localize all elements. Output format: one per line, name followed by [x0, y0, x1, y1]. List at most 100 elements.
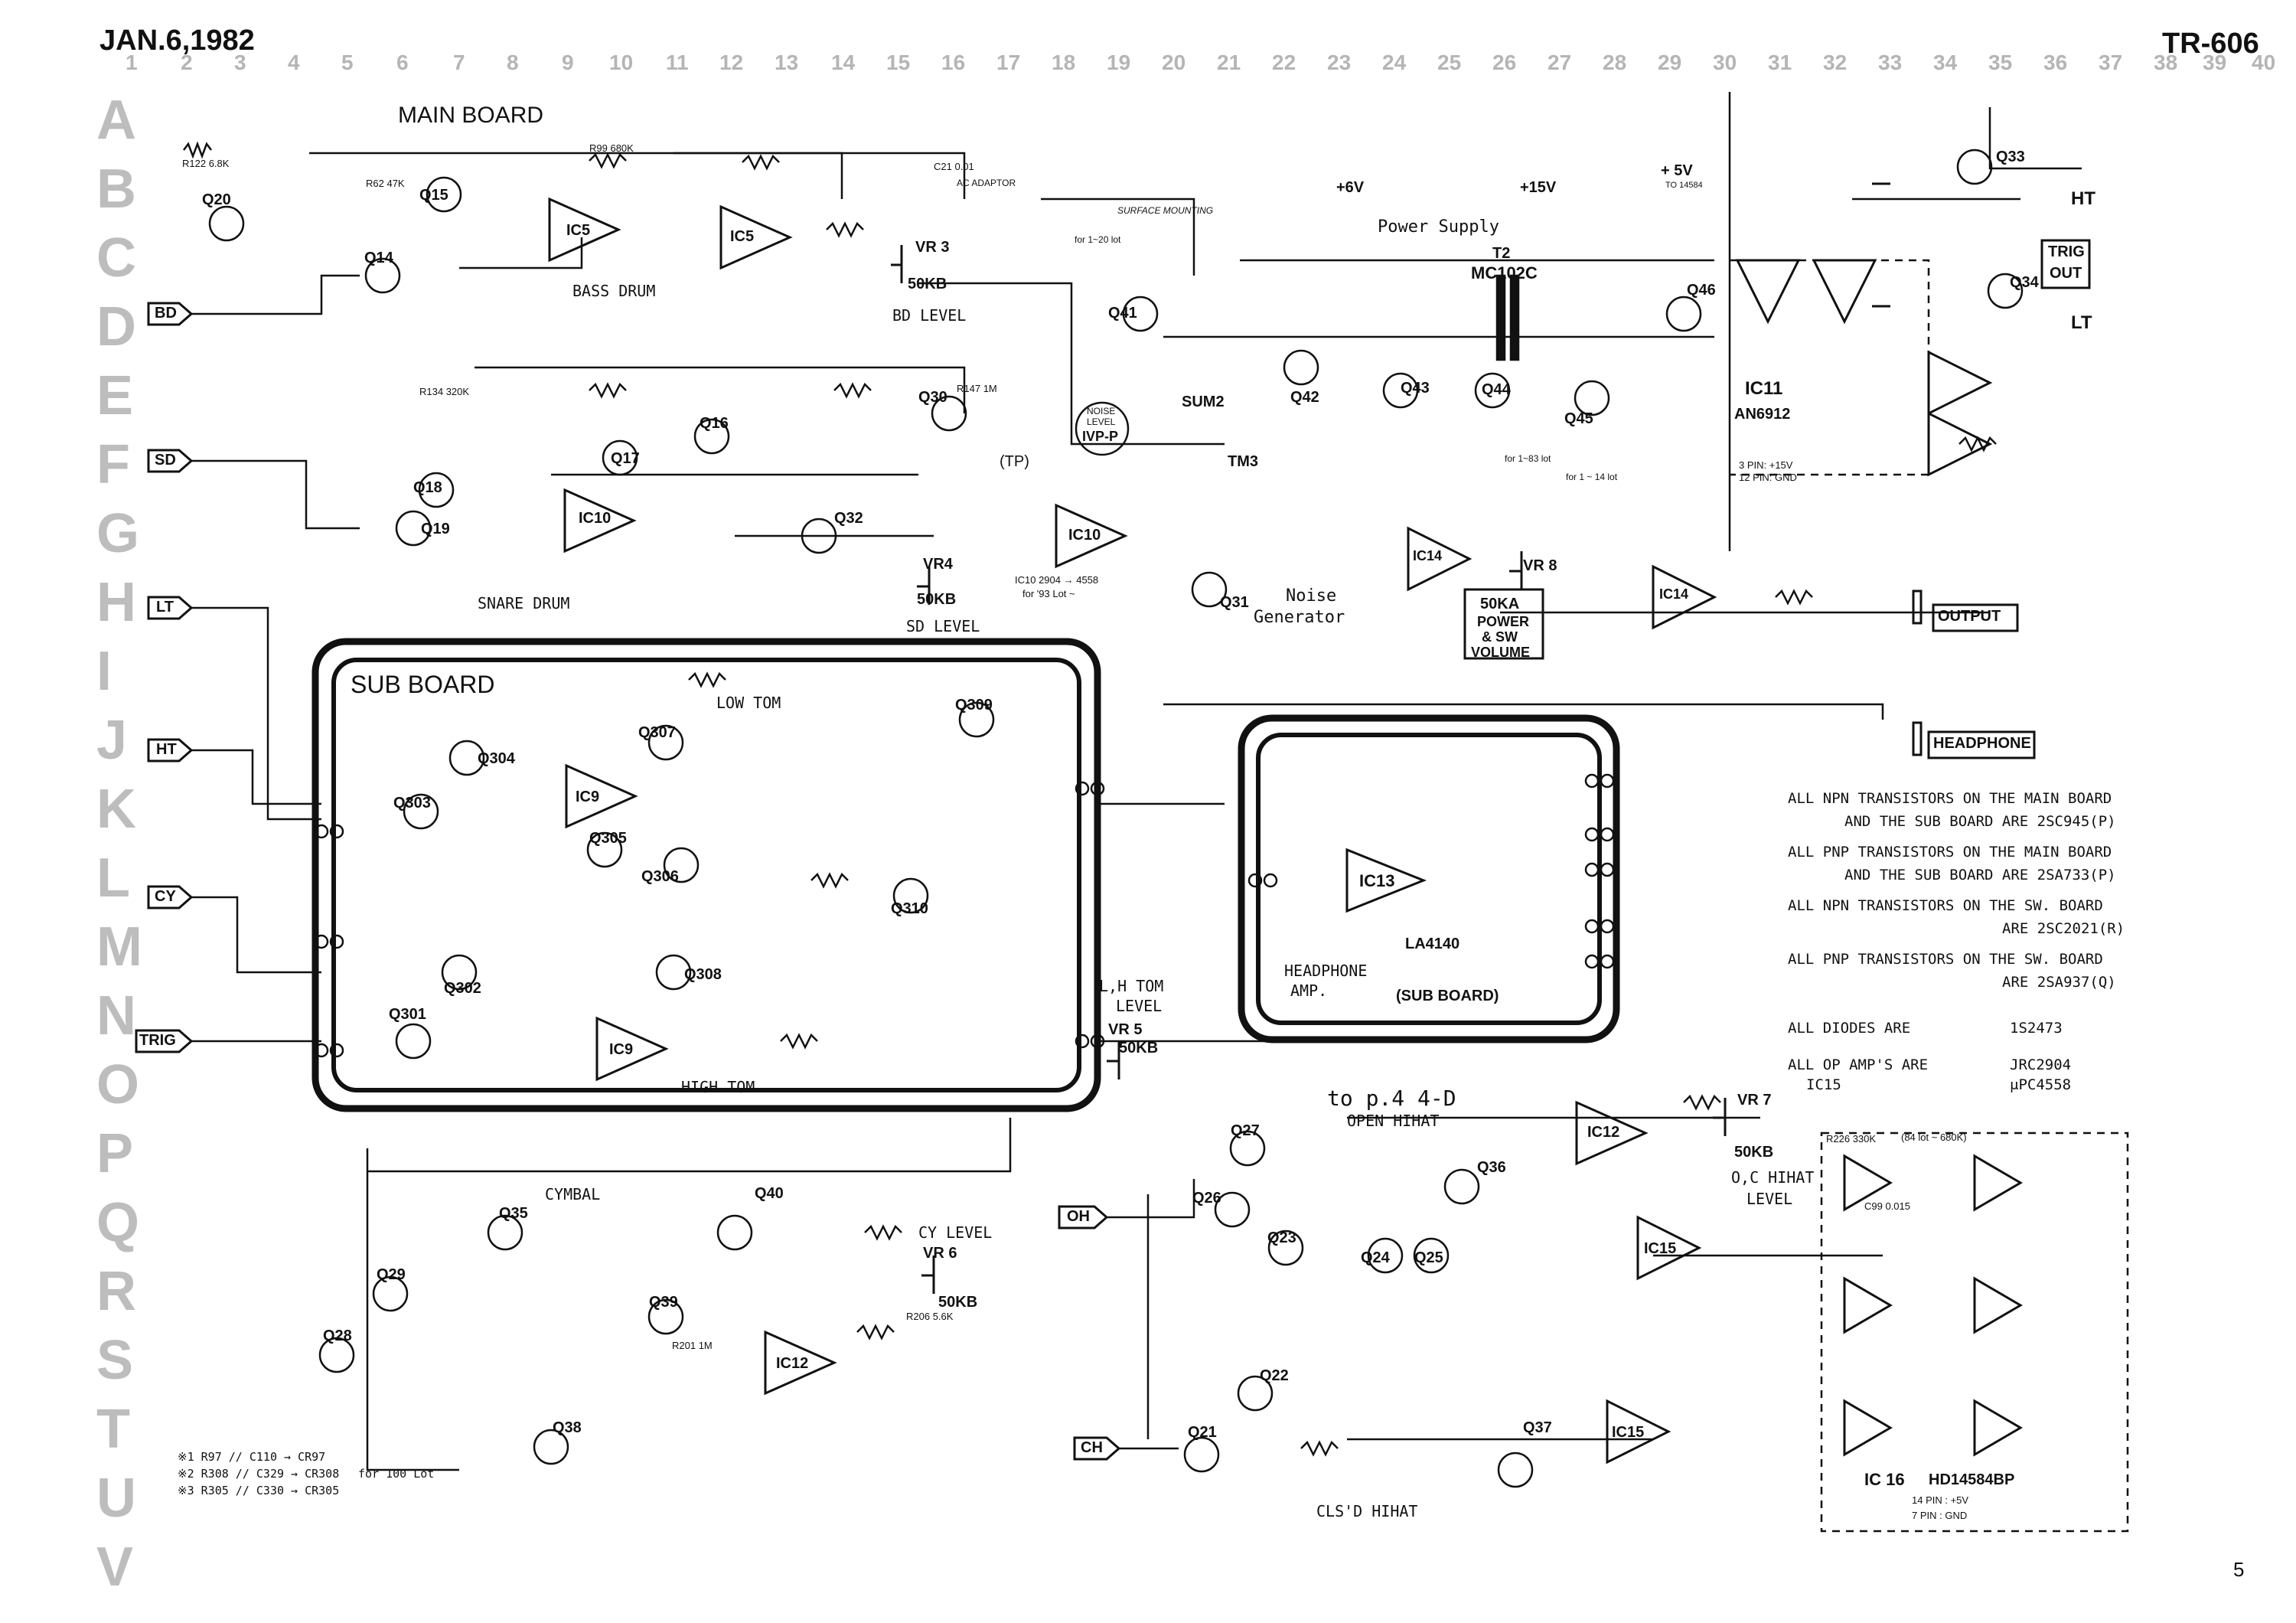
ic10-opamp-b	[1055, 503, 1128, 569]
vr7-value: 50KB	[1734, 1144, 1774, 1161]
q303-label: Q303	[393, 795, 431, 812]
ic13-label: IC13	[1359, 871, 1395, 890]
q308-label: Q308	[684, 966, 722, 983]
r134-label: R134 320K	[419, 386, 470, 397]
grid-col: 30	[1713, 51, 1737, 74]
lt-output-label: LT	[2071, 312, 2092, 333]
q40-label: Q40	[755, 1185, 784, 1202]
open-hihat-label: OPEN HIHAT	[1347, 1112, 1440, 1130]
note-npn-main-2: AND THE SUB BOARD ARE 2SC945(P)	[1844, 813, 2116, 830]
q307-label: Q307	[638, 724, 676, 741]
input-wires	[191, 274, 1195, 1450]
hp-sub-board-label: (SUB BOARD)	[1396, 988, 1499, 1004]
tm3-label: TM3	[1228, 453, 1258, 470]
cy-input-tag	[147, 885, 194, 909]
transistors	[208, 149, 2024, 1488]
ic10a-label: IC10	[579, 510, 612, 527]
closed-hihat-label: CLS'D HIHAT	[1316, 1502, 1418, 1520]
q19-label: Q19	[421, 521, 450, 537]
q30-label: Q30	[918, 389, 947, 406]
q36-label: Q36	[1477, 1159, 1506, 1176]
ic16-note: (84 lot ~ 680K)	[1901, 1132, 1967, 1143]
trig-input-tag	[135, 1029, 194, 1053]
ic12a-label: IC12	[776, 1355, 809, 1372]
vr4-value: 50KB	[917, 591, 957, 608]
hp-amp-label-1: HEADPHONE	[1284, 962, 1368, 980]
hp-amp-label-2: AMP.	[1290, 981, 1328, 1000]
ic10b-label: IC10	[1068, 527, 1101, 544]
q45-label: Q45	[1564, 410, 1593, 427]
ht-input-label: HT	[156, 741, 177, 758]
ic9-opamp-b	[595, 1016, 669, 1082]
lh-tom-level-2: LEVEL	[1116, 997, 1163, 1015]
note-npn-main-1: ALL NPN TRANSISTORS ON THE MAIN BOARD	[1788, 790, 2112, 807]
ht-input-tag	[147, 738, 194, 763]
q15-label: Q15	[419, 187, 448, 204]
q305-label: Q305	[589, 830, 627, 847]
grid-row: K	[96, 779, 136, 840]
grid-col: 34	[1933, 51, 1958, 74]
q35-label: Q35	[499, 1205, 528, 1222]
grid-row: I	[96, 641, 113, 702]
vr3-value: 50KB	[908, 276, 947, 292]
lt-input-tag	[147, 596, 194, 620]
q20-label: Q20	[202, 191, 231, 208]
q22-label: Q22	[1260, 1367, 1289, 1384]
grid-col: 26	[1492, 51, 1517, 74]
q32-label: Q32	[834, 510, 863, 527]
oh-input-tag	[1058, 1205, 1109, 1229]
ic16-label: IC 16	[1864, 1470, 1905, 1489]
surface-mounting-note: SURFACE MOUNTING	[1117, 205, 1214, 216]
ic11-comp-d	[1927, 411, 1993, 477]
sd-input-tag	[147, 449, 194, 473]
to-page-ref: to p.4 4-D	[1327, 1086, 1456, 1111]
ch-input-tag	[1073, 1436, 1121, 1461]
power-sw-label-2: & SW	[1482, 629, 1518, 645]
ic16-inv-f	[1973, 1399, 2023, 1457]
ic14-opamp-a	[1407, 526, 1473, 592]
cymbal-label: CYMBAL	[545, 1185, 601, 1203]
ic13-opamp	[1345, 847, 1427, 913]
grid-col: 18	[1052, 51, 1076, 74]
r99-label: R99 680K	[589, 142, 634, 154]
note-opamps-key: ALL OP AMP'S ARE	[1788, 1056, 1929, 1073]
output-label: OUTPUT	[1938, 608, 2001, 625]
grid-col: 4	[288, 51, 300, 74]
grid-col: 1	[126, 51, 138, 74]
grid-col: 16	[941, 51, 966, 74]
q46-label: Q46	[1687, 282, 1716, 299]
grid-col: 22	[1272, 51, 1296, 74]
q17-label: Q17	[611, 450, 640, 467]
grid-col: 6	[396, 51, 409, 74]
for-83lot-note: for 1~83 lot	[1505, 453, 1551, 464]
q43-label: Q43	[1401, 380, 1430, 397]
vr5-value: 50KB	[1119, 1040, 1159, 1056]
potentiometers	[891, 245, 1727, 1294]
q14-label: Q14	[364, 250, 393, 266]
vr4-label: VR4	[923, 556, 953, 573]
ic12-opamp-a	[764, 1330, 837, 1396]
hd14584bp-label: HD14584BP	[1929, 1471, 2015, 1488]
bd-input-label: BD	[155, 305, 177, 322]
grid-row: G	[96, 503, 140, 564]
bus-lines	[309, 92, 2129, 1533]
grid-col: 15	[886, 51, 911, 74]
noise-level-label-2: LEVEL	[1087, 416, 1116, 427]
grid-col: 11	[666, 51, 689, 74]
note-pnp-main-1: ALL PNP TRANSISTORS ON THE MAIN BOARD	[1788, 844, 2112, 860]
ic11-comp-b	[1812, 259, 1877, 325]
c21-label: C21 0.01	[934, 161, 974, 172]
grid-col: 25	[1437, 51, 1462, 74]
grid-col: 23	[1327, 51, 1352, 74]
grid-row: S	[96, 1330, 134, 1391]
grid-row: E	[96, 365, 134, 426]
note-ic15-value: μPC4558	[2010, 1076, 2072, 1093]
grid-col: 14	[831, 51, 856, 74]
q39-label: Q39	[649, 1294, 678, 1311]
ic15a-label: IC15	[1644, 1240, 1677, 1257]
ac-adaptor-label: AC ADAPTOR	[957, 178, 1016, 188]
q21-label: Q21	[1188, 1424, 1217, 1441]
grid-row: Q	[96, 1192, 140, 1253]
grid-col: 31	[1768, 51, 1792, 74]
sub-board-outline-inner	[331, 658, 1081, 1092]
